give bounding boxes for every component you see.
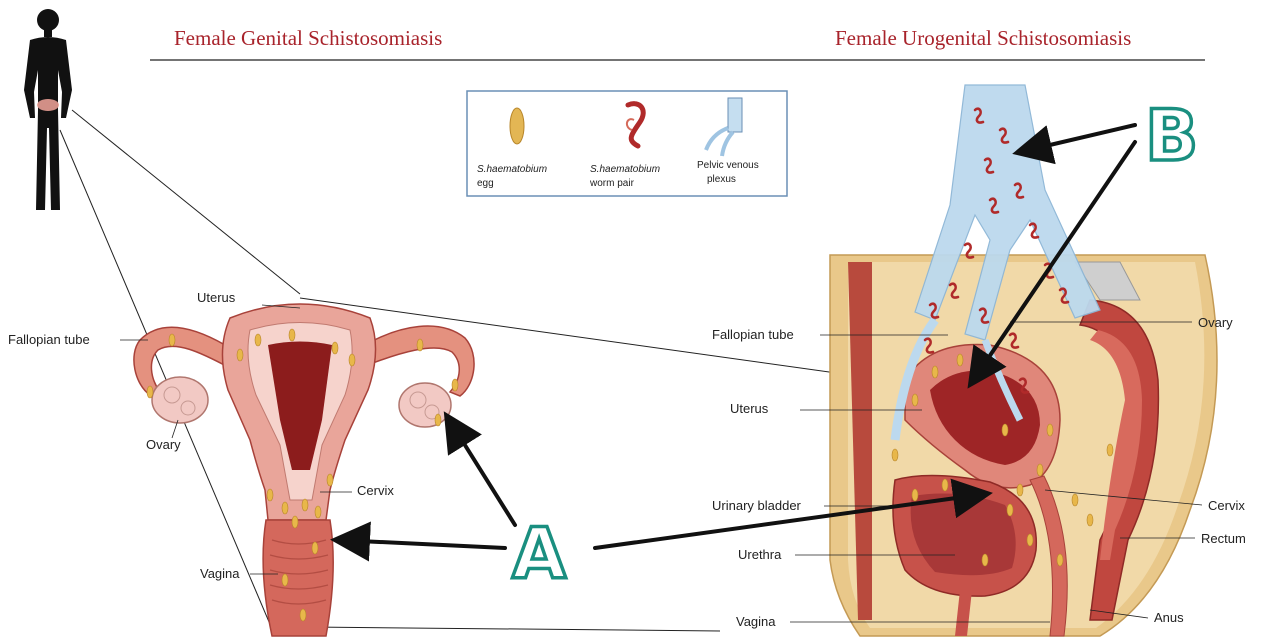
title-left: Female Genital Schistosomiasis [174,26,442,51]
legend-worm-label: worm pair [589,178,635,189]
legend-box: S.haematobium egg S.haematobium worm pai… [467,91,787,196]
label-uterus-left: Uterus [197,290,236,305]
label-ovary-right: Ovary [1198,315,1233,330]
legend-egg-species: S.haematobium [477,164,547,175]
female-silhouette [24,9,72,210]
arrow-a-to-vagina [338,540,505,548]
label-vagina-right: Vagina [736,614,776,629]
marker-b: B [1145,95,1198,177]
label-urethra-right: Urethra [738,547,782,562]
label-cervix-right: Cervix [1208,498,1245,513]
title-right: Female Urogenital Schistosomiasis [835,26,1131,51]
egg-legend-icon [510,108,524,144]
uterus-frontal-illustration [134,304,474,636]
legend-plexus-line1: Pelvic venous [697,160,759,171]
label-vagina-left: Vagina [200,566,240,581]
legend-plexus-line2: plexus [707,174,736,185]
label-ovary-left: Ovary [146,437,181,452]
label-fallopian-left: Fallopian tube [8,332,90,347]
label-rectum-right: Rectum [1201,531,1246,546]
marker-a: A [512,513,566,595]
label-fallopian-right: Fallopian tube [712,327,794,342]
arrow-b-to-veins [1020,125,1135,152]
legend-egg-label: egg [477,178,494,189]
label-uterus-right: Uterus [730,401,769,416]
label-cervix-left: Cervix [357,483,394,498]
label-anus-right: Anus [1154,610,1184,625]
arrow-a-to-ovary [448,418,515,525]
legend-worm-species: S.haematobium [590,164,660,175]
label-bladder-right: Urinary bladder [712,498,802,513]
